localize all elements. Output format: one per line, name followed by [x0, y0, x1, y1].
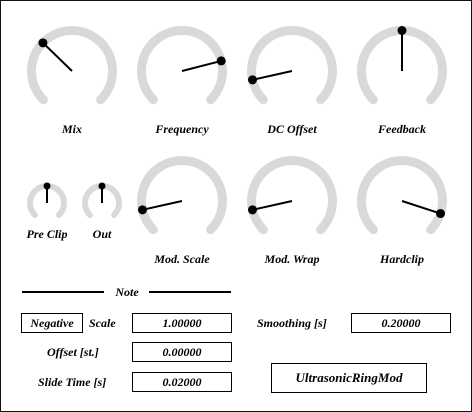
mod-scale-knob[interactable]: [137, 156, 227, 246]
pre-clip-label: Pre Clip: [26, 227, 68, 241]
mod-scale-track: [137, 156, 227, 235]
out-handle: [98, 182, 106, 190]
mix-handle: [38, 38, 48, 48]
offset-field[interactable]: 0.00000: [132, 342, 232, 362]
hardclip-track: [357, 156, 447, 235]
note-divider-left: [22, 291, 104, 293]
mod-wrap-knob[interactable]: [247, 156, 337, 246]
note-title: Note: [115, 285, 139, 299]
mod-scale-needle: [142, 200, 183, 211]
out-label: Out: [92, 227, 112, 241]
note-divider-right: [149, 291, 231, 293]
dc-offset-handle: [247, 75, 257, 85]
hardclip-knob[interactable]: [357, 156, 447, 246]
mix-track: [27, 26, 117, 105]
mix-needle: [42, 42, 73, 72]
pre-clip-knob[interactable]: [27, 182, 67, 223]
dc-offset-label: DC Offset: [267, 122, 317, 136]
mod-scale-label: Mod. Scale: [154, 252, 210, 266]
frequency-label: Frequency: [155, 122, 209, 136]
dc-offset-needle: [252, 70, 293, 81]
slide-time-label: Slide Time [s]: [38, 375, 107, 389]
scale-field[interactable]: 1.00000: [132, 313, 232, 333]
frequency-knob[interactable]: [137, 26, 227, 116]
feedback-label: Feedback: [378, 122, 426, 136]
mod-scale-handle: [137, 205, 147, 215]
mod-wrap-handle: [247, 205, 257, 215]
hardclip-label: Hardclip: [380, 252, 424, 266]
scale-label: Scale: [89, 316, 116, 330]
slide-time-field[interactable]: 0.02000: [132, 372, 232, 392]
mix-knob[interactable]: [27, 26, 117, 116]
dc-offset-knob[interactable]: [247, 26, 337, 116]
feedback-knob[interactable]: [357, 26, 447, 116]
smoothing-label: Smoothing [s]: [257, 316, 327, 330]
hardclip-needle: [401, 200, 441, 215]
hardclip-handle: [436, 209, 446, 219]
out-knob[interactable]: [82, 182, 122, 223]
feedback-handle: [397, 26, 407, 35]
frequency-needle: [181, 59, 222, 72]
mix-label: Mix: [61, 122, 83, 136]
plugin-title: UltrasonicRingMod: [271, 363, 427, 393]
frequency-track: [137, 26, 227, 105]
mod-wrap-track: [247, 156, 337, 235]
offset-label: Offset [st.]: [47, 345, 99, 359]
smoothing-field[interactable]: 0.20000: [351, 313, 451, 333]
frequency-handle: [216, 56, 226, 66]
mod-wrap-needle: [252, 200, 293, 211]
negative-button[interactable]: Negative: [21, 313, 83, 333]
pre-clip-handle: [43, 182, 51, 190]
dc-offset-track: [247, 26, 337, 105]
mod-wrap-label: Mod. Wrap: [264, 252, 320, 266]
